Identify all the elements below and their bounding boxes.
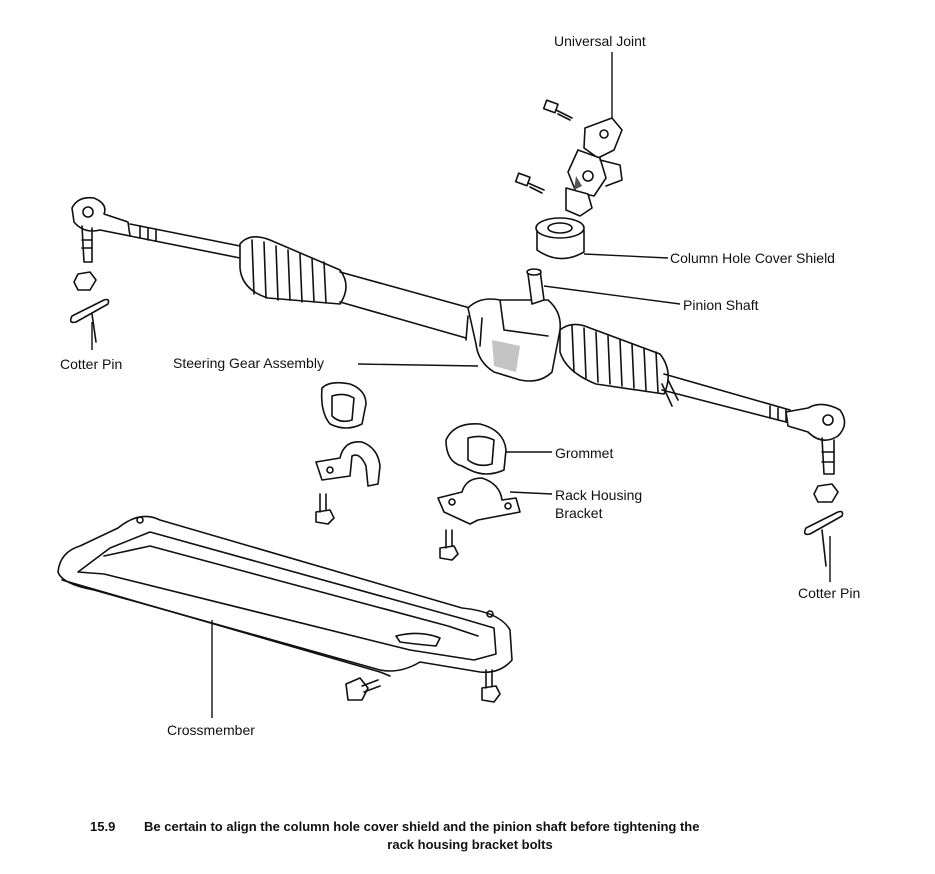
label-steering-gear-assembly: Steering Gear Assembly bbox=[173, 355, 324, 371]
steering-rack bbox=[71, 196, 846, 475]
caption-line-1: Be certain to align the column hole cove… bbox=[144, 819, 699, 834]
left-bracket-bolt bbox=[315, 493, 335, 525]
column-hole-cover-shield bbox=[535, 217, 585, 260]
uj-bolt-upper bbox=[542, 99, 573, 121]
label-universal-joint: Universal Joint bbox=[554, 33, 646, 49]
label-cotter-pin-left: Cotter Pin bbox=[60, 356, 122, 372]
caption-line-2: rack housing bracket bolts bbox=[387, 837, 552, 852]
left-bracket bbox=[315, 441, 381, 487]
caption-number: 15.9 bbox=[90, 819, 115, 834]
left-cotter-pin bbox=[69, 298, 110, 343]
crossmember-bolt-left bbox=[345, 677, 381, 701]
label-crossmember: Crossmember bbox=[167, 722, 255, 738]
universal-joint bbox=[565, 117, 623, 217]
label-rack-housing-bracket-line2: Bracket bbox=[555, 505, 603, 521]
crossmember-bolt-right bbox=[481, 669, 501, 703]
label-cotter-pin-right: Cotter Pin bbox=[798, 585, 860, 601]
label-column-hole-cover-shield: Column Hole Cover Shield bbox=[670, 250, 835, 266]
label-pinion-shaft: Pinion Shaft bbox=[683, 297, 759, 313]
right-castle-nut bbox=[813, 483, 839, 503]
right-bracket bbox=[437, 477, 521, 525]
left-grommet bbox=[320, 381, 367, 429]
right-bracket-bolt bbox=[439, 529, 459, 561]
crossmember bbox=[57, 515, 513, 677]
label-rack-housing-bracket-line1: Rack Housing bbox=[555, 487, 642, 503]
uj-bolt-lower bbox=[514, 172, 545, 194]
label-grommet: Grommet bbox=[555, 445, 613, 461]
leader-lines bbox=[91, 52, 831, 718]
right-cotter-pin bbox=[803, 510, 844, 567]
right-grommet bbox=[445, 423, 507, 475]
left-castle-nut bbox=[73, 271, 97, 291]
